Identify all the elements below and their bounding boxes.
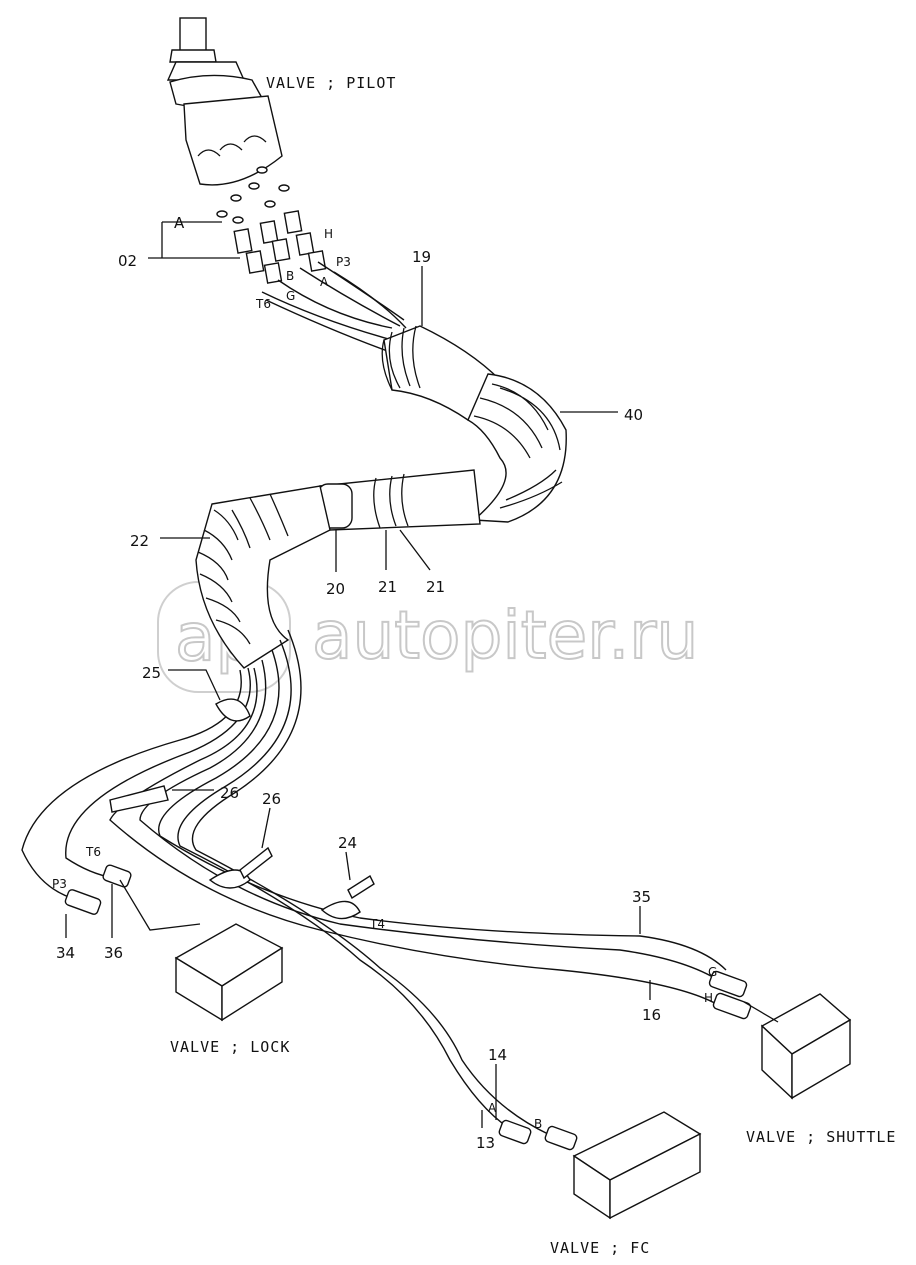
part-label-13: 13 <box>476 1134 495 1152</box>
part-label-16: 16 <box>642 1006 661 1024</box>
port-label-t4: T4 <box>369 917 385 931</box>
port-label-h-shuttle: H <box>704 991 713 1005</box>
leader-lines <box>65 221 651 1128</box>
upper-hoses <box>261 261 407 353</box>
part-label-21-second: 21 <box>426 578 445 596</box>
part-label-14: 14 <box>488 1046 507 1064</box>
part-label-22: 22 <box>130 532 149 550</box>
part-label-26-second: 26 <box>262 790 281 808</box>
end-fittings <box>64 864 752 1151</box>
part-label-26: 26 <box>220 784 239 802</box>
main-hoses <box>21 629 727 1135</box>
part-label-34: 34 <box>56 944 75 962</box>
port-label-g-shuttle: G <box>708 965 717 979</box>
port-label-b-pilot: B <box>286 269 294 283</box>
port-label-t6-pilot: T6 <box>255 297 271 311</box>
port-label-a-pilot: A <box>174 214 185 232</box>
part-label-36: 36 <box>104 944 123 962</box>
part-label-20: 20 <box>326 580 345 598</box>
port-label-a-fc: A <box>488 1101 497 1115</box>
part-label-35: 35 <box>632 888 651 906</box>
pilot-valve-drawing <box>166 17 290 224</box>
part-label-21: 21 <box>378 578 397 596</box>
port-label-t6-lock: T6 <box>85 845 101 859</box>
port-label-g-pilot: G <box>286 289 295 303</box>
part-label-02: 02 <box>118 252 137 270</box>
lock-valve-drawing <box>119 879 284 1022</box>
part-label-19: 19 <box>412 248 431 266</box>
conduit-assembly <box>195 325 567 669</box>
port-label-a-pilot-second: A <box>320 275 329 289</box>
part-label-40: 40 <box>624 406 643 424</box>
port-label-b-fc: B <box>534 1117 542 1131</box>
shuttle-valve-label: VALVE ; SHUTTLE <box>746 1128 896 1146</box>
clamps <box>109 698 375 920</box>
pilot-fittings <box>233 210 327 284</box>
lock-valve-label: VALVE ; LOCK <box>170 1038 290 1056</box>
port-label-p3-lock: P3 <box>52 877 67 891</box>
shuttle-valve-drawing <box>743 993 852 1100</box>
watermark: ap autopiter.ru <box>157 581 699 693</box>
fc-valve-drawing <box>572 1111 702 1220</box>
watermark-text: autopiter.ru <box>312 597 698 674</box>
fc-valve-label: VALVE ; FC <box>550 1239 650 1257</box>
port-label-p3-pilot: P3 <box>336 255 351 269</box>
part-label-25: 25 <box>142 664 161 682</box>
port-label-h-pilot: H <box>324 227 333 241</box>
part-label-24: 24 <box>338 834 357 852</box>
pilot-valve-label: VALVE ; PILOT <box>266 74 396 92</box>
